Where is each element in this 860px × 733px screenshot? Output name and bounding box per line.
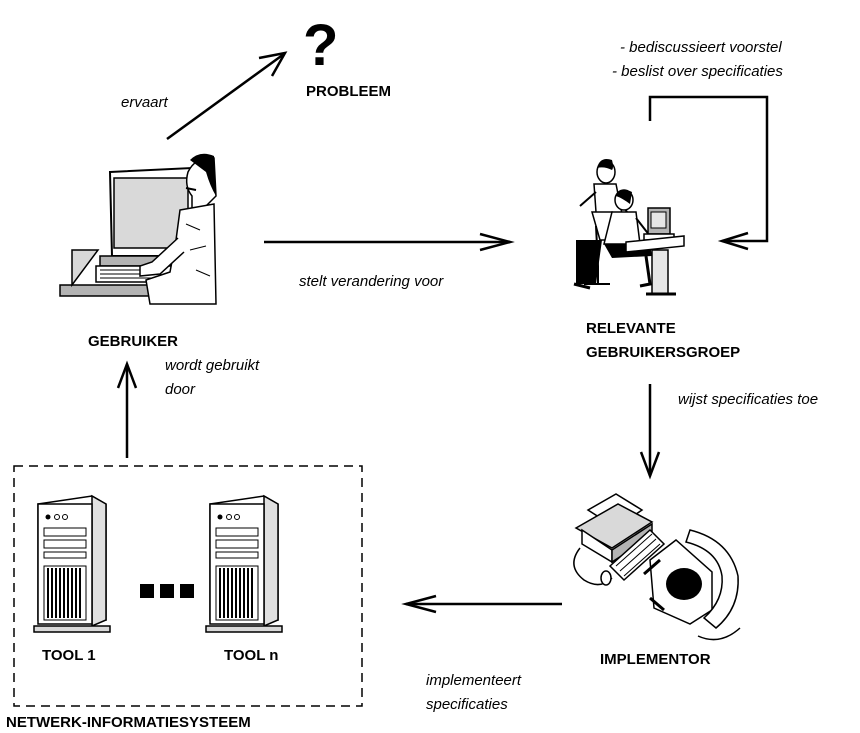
label-discuss: - bediscussieert voorstel	[620, 39, 782, 56]
group-label-line1: RELEVANTE	[586, 320, 676, 337]
label-used-by-line2: door	[165, 381, 196, 398]
server-tool1-icon	[33, 494, 111, 633]
label-proposes: stelt verandering voor	[299, 273, 444, 290]
more-tools-ellipsis	[140, 584, 194, 598]
user-at-computer-icon	[59, 153, 217, 305]
user-label: GEBRUIKER	[88, 333, 178, 350]
label-implements-line2: specificaties	[426, 696, 508, 713]
tooln-label: TOOL n	[224, 647, 278, 664]
label-decide: - beslist over specificaties	[612, 63, 783, 80]
problem-label: PROBLEEM	[306, 83, 391, 100]
arrow-proposes	[264, 232, 515, 252]
label-assigns: wijst specificaties toe	[678, 391, 818, 408]
system-boundary	[13, 465, 363, 707]
implementor-label: IMPLEMENTOR	[600, 651, 711, 668]
label-implements-line1: implementeert	[426, 672, 522, 689]
question-mark-icon: ?	[303, 13, 338, 78]
tool1-label: TOOL 1	[42, 647, 96, 664]
label-used-by-line1: wordt gebruikt	[165, 357, 260, 374]
server-tooln-icon	[205, 494, 283, 633]
label-experiences: ervaart	[121, 94, 169, 111]
user-group-icon	[573, 159, 685, 296]
arrow-assigns	[639, 384, 661, 480]
system-label: NETWERK-INFORMATIESYSTEEM	[6, 714, 251, 731]
arrow-experiences	[166, 51, 288, 141]
group-label-line2: GEBRUIKERSGROEP	[586, 344, 740, 361]
arrow-self-loop	[648, 95, 769, 251]
implementor-icon	[573, 493, 741, 641]
arrow-used-by	[116, 360, 138, 458]
arrow-implements	[401, 594, 562, 614]
